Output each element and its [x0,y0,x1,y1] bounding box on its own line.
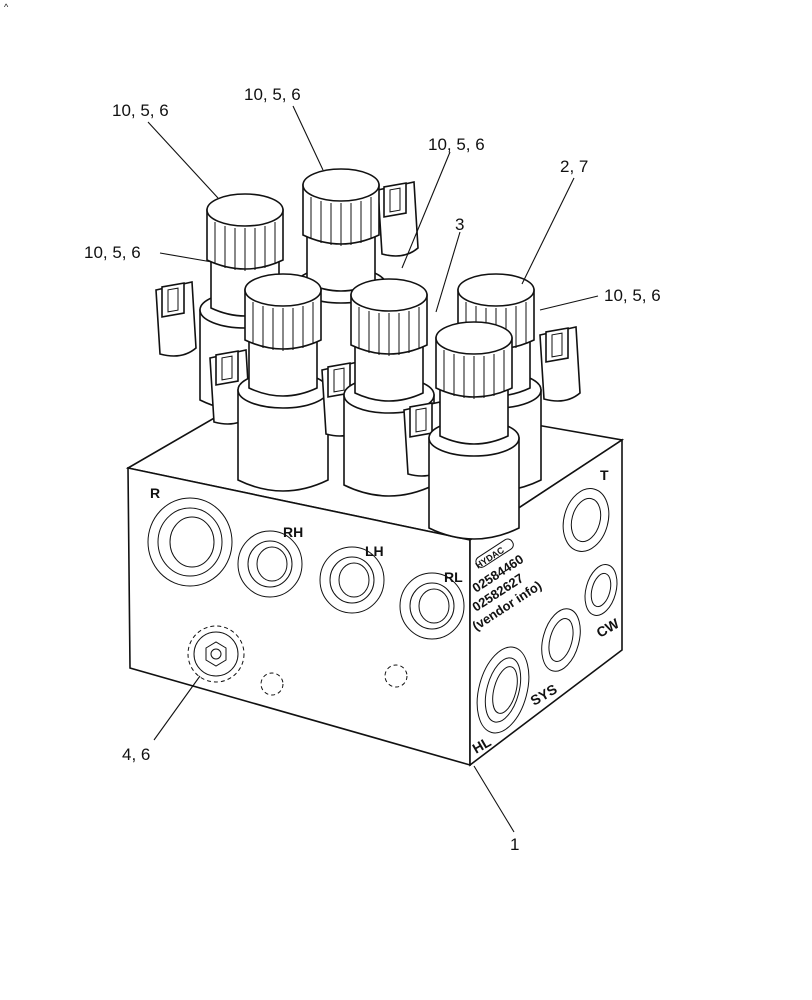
port-sys [541,608,581,672]
port-label-r: R [150,485,160,501]
corner-mark: ^ [4,2,9,12]
port-label-rl: RL [444,569,463,585]
callout-solenoid-front-middle: 10, 5, 6 [428,135,485,154]
callout-plug-4-6: 4, 6 [122,745,150,764]
port-rh [237,530,303,598]
port-label-rh: RH [283,524,303,540]
callout-manifold-1: 1 [510,835,519,854]
callout-valve-3: 3 [455,215,464,234]
port-cw [584,564,618,616]
side-ports [476,488,618,734]
port-label-lh: LH [365,543,384,559]
callout-solenoid-front-left: 10, 5, 6 [84,243,141,262]
port-lh [319,546,385,614]
port-hl [476,646,530,734]
blind-hole-right [384,664,408,688]
front-ports [147,497,465,696]
leader-lines [147,105,599,833]
port-rl [399,572,465,640]
port-label-t: T [600,467,609,483]
blind-hole-left [260,672,284,696]
callout-solenoid-back-right: 10, 5, 6 [604,286,661,305]
callout-valve-2-7: 2, 7 [560,157,588,176]
port-r [147,497,233,587]
port-t [562,488,610,552]
callout-solenoid-back-left: 10, 5, 6 [112,101,169,120]
plug-4-6 [187,625,245,683]
callout-solenoid-back-middle: 10, 5, 6 [244,85,301,104]
